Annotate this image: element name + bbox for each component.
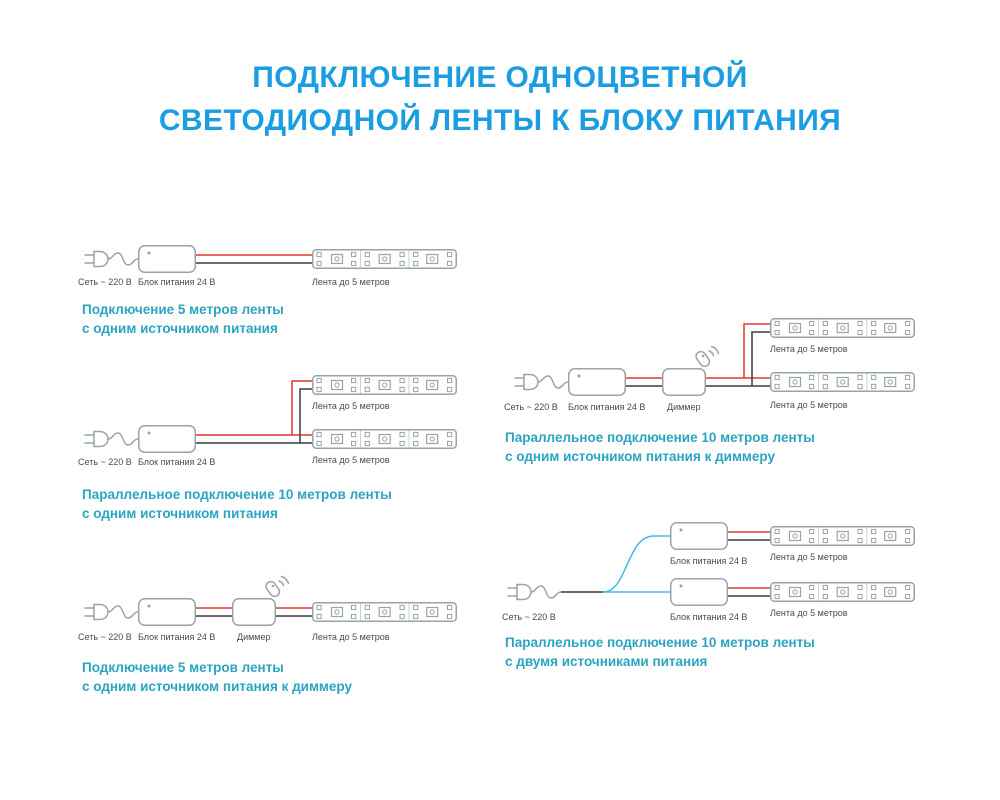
caption-line: с одним источником питания к диммеру xyxy=(82,679,352,694)
led-strip-bottom xyxy=(770,582,915,602)
caption-diagram-4: Параллельное подключение 10 метров ленты… xyxy=(505,428,815,466)
power-supply-box xyxy=(138,245,196,273)
label-strip: Лента до 5 метров xyxy=(312,277,390,287)
label-psu-bottom: Блок питания 24 В xyxy=(670,612,747,622)
dimmer-box xyxy=(232,598,276,626)
page-title: ПОДКЛЮЧЕНИЕ ОДНОЦВЕТНОЙ СВЕТОДИОДНОЙ ЛЕН… xyxy=(0,56,1000,142)
led-strip-top xyxy=(312,375,457,395)
label-mains: Сеть ~ 220 В xyxy=(78,457,132,467)
led-strip-top xyxy=(770,526,915,546)
label-psu: Блок питания 24 В xyxy=(138,277,215,287)
caption-line: Параллельное подключение 10 метров ленты xyxy=(505,635,815,650)
caption-line: Подключение 5 метров ленты xyxy=(82,302,284,317)
led-strip-bottom xyxy=(312,429,457,449)
caption-line: Подключение 5 метров ленты xyxy=(82,660,284,675)
label-psu: Блок питания 24 В xyxy=(138,632,215,642)
wire-blue-top-branch xyxy=(602,535,670,593)
remote-control-icon xyxy=(263,575,290,600)
dimmer-box xyxy=(662,368,706,396)
label-mains: Сеть ~ 220 В xyxy=(78,277,132,287)
page-title-line2: СВЕТОДИОДНОЙ ЛЕНТЫ К БЛОКУ ПИТАНИЯ xyxy=(158,104,842,137)
label-strip-top: Лента до 5 метров xyxy=(312,401,390,411)
plug-icon xyxy=(507,583,562,601)
power-supply-box xyxy=(568,368,626,396)
label-strip: Лента до 5 метров xyxy=(312,632,390,642)
caption-diagram-5: Параллельное подключение 10 метров ленты… xyxy=(505,633,815,671)
power-supply-box xyxy=(138,598,196,626)
caption-diagram-2: Параллельное подключение 10 метров ленты… xyxy=(82,485,392,523)
label-strip-bottom: Лента до 5 метров xyxy=(312,455,390,465)
label-psu-top: Блок питания 24 В xyxy=(670,556,747,566)
label-strip-top: Лента до 5 метров xyxy=(770,552,848,562)
page-title-line1: ПОДКЛЮЧЕНИЕ ОДНОЦВЕТНОЙ xyxy=(252,61,748,94)
caption-line: с одним источником питания xyxy=(82,321,278,336)
label-mains: Сеть ~ 220 В xyxy=(78,632,132,642)
caption-line: с одним источником питания xyxy=(82,506,278,521)
label-strip-top: Лента до 5 метров xyxy=(770,344,848,354)
label-dimmer: Диммер xyxy=(237,632,271,642)
caption-diagram-1: Подключение 5 метров ленты с одним источ… xyxy=(82,300,284,338)
led-strip xyxy=(312,602,457,622)
diagram-4-dimmer-parallel: Лента до 5 метров Сеть ~ 220 В Блок пита… xyxy=(504,318,915,412)
diagram-1-single-strip: Сеть ~ 220 В Блок питания 24 В Лента до … xyxy=(78,245,457,287)
led-strip xyxy=(312,249,457,269)
label-strip-bottom: Лента до 5 метров xyxy=(770,608,848,618)
led-strip-top xyxy=(770,318,915,338)
power-supply-box-bottom xyxy=(670,578,728,606)
wire-black xyxy=(706,331,770,387)
plug-icon xyxy=(84,250,139,268)
plug-icon xyxy=(84,603,139,621)
wire-red xyxy=(706,323,770,379)
label-mains: Сеть ~ 220 В xyxy=(502,612,556,622)
label-mains: Сеть ~ 220 В xyxy=(504,402,558,412)
power-supply-box-top xyxy=(670,522,728,550)
caption-diagram-3: Подключение 5 метров ленты с одним источ… xyxy=(82,658,352,696)
wire-red xyxy=(196,380,312,436)
diagram-5-two-psu: Блок питания 24 В Лента до 5 метров Сеть… xyxy=(502,522,915,622)
label-psu: Блок питания 24 В xyxy=(138,457,215,467)
power-supply-box xyxy=(138,425,196,453)
caption-line: Параллельное подключение 10 метров ленты xyxy=(505,430,815,445)
label-dimmer: Диммер xyxy=(667,402,701,412)
caption-line: Параллельное подключение 10 метров ленты xyxy=(82,487,392,502)
caption-line: с одним источником питания к диммеру xyxy=(505,449,775,464)
plug-icon xyxy=(514,373,569,391)
wire-black xyxy=(196,388,312,444)
label-psu: Блок питания 24 В xyxy=(568,402,645,412)
plug-icon xyxy=(84,430,139,448)
label-strip-bottom: Лента до 5 метров xyxy=(770,400,848,410)
caption-line: с двумя источниками питания xyxy=(505,654,708,669)
remote-control-icon xyxy=(693,345,720,370)
led-strip-bottom xyxy=(770,372,915,392)
diagram-3-dimmer-single: Сеть ~ 220 В Блок питания 24 В Диммер Ле… xyxy=(78,575,457,642)
diagram-2-parallel-one-psu: Лента до 5 метров Сеть ~ 220 В Блок пита… xyxy=(78,375,457,467)
